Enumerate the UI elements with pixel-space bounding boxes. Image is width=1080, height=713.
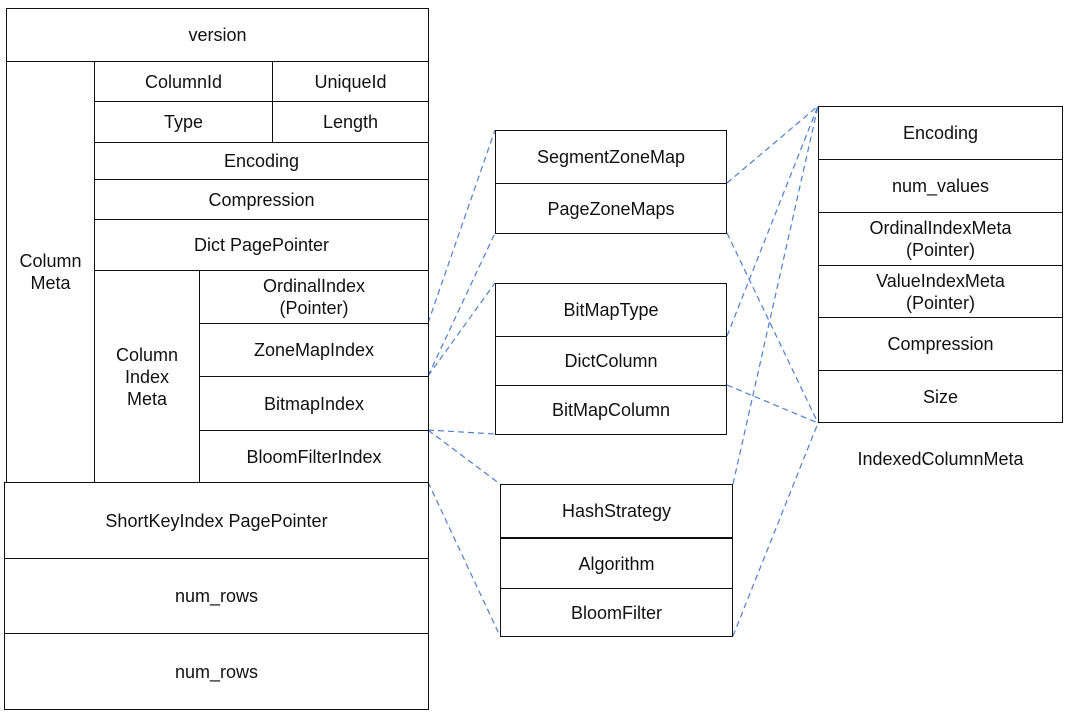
dict-page-pointer-cell: Dict PagePointer <box>94 219 429 271</box>
segment-zone-map-cell: SegmentZoneMap <box>495 130 727 184</box>
icm-num-values-cell: num_values <box>818 159 1063 213</box>
dict-column-cell: DictColumn <box>495 336 727 386</box>
connector-dict-bottom <box>726 384 819 424</box>
short-key-index-page-pointer-cell: ShortKeyIndex PagePointer <box>4 482 429 559</box>
icm-value-index-meta-cell: ValueIndexMeta (Pointer) <box>818 265 1063 318</box>
type-cell: Type <box>94 101 273 143</box>
column-id-cell: ColumnId <box>94 61 273 102</box>
connector-dict-top <box>726 105 819 337</box>
connector-bloomfilter-bottom <box>732 422 819 637</box>
connector-segzone-top <box>726 105 819 184</box>
algorithm-cell: Algorithm <box>500 538 733 589</box>
connector-bitmap-bottom <box>427 429 496 435</box>
column-meta-label: Column Meta <box>19 251 82 293</box>
version-cell: version <box>6 8 429 62</box>
num-rows-cell-2: num_rows <box>4 633 429 710</box>
unique-id-cell: UniqueId <box>272 61 429 102</box>
column-meta-cell: Column Meta <box>6 61 95 483</box>
indexed-column-meta-caption: IndexedColumnMeta <box>857 448 1024 469</box>
connector-zonemap-top <box>427 129 496 324</box>
ordinal-index-cell: OrdinalIndex (Pointer) <box>199 270 429 324</box>
connector-segzone-bottom <box>726 232 819 424</box>
column-index-meta-label: Column Index Meta <box>115 344 179 409</box>
page-zone-maps-cell: PageZoneMaps <box>495 183 727 234</box>
bitmap-type-cell: BitMapType <box>495 283 727 337</box>
bloom-filter-cell: BloomFilter <box>500 588 733 637</box>
zone-map-index-cell: ZoneMapIndex <box>199 323 429 377</box>
length-cell: Length <box>272 101 429 143</box>
encoding-cell: Encoding <box>94 142 429 180</box>
bitmap-index-cell: BitmapIndex <box>199 376 429 431</box>
icm-compression-cell: Compression <box>818 317 1063 371</box>
bitmap-column-cell: BitMapColumn <box>495 385 727 435</box>
icm-ordinal-index-meta-cell: OrdinalIndexMeta (Pointer) <box>818 212 1063 266</box>
connector-bloom-bottom <box>427 481 501 637</box>
hash-strategy-cell: HashStrategy <box>500 484 733 539</box>
column-index-meta-cell: Column Index Meta <box>94 270 200 483</box>
connector-bloom-top <box>427 429 501 485</box>
num-rows-cell-1: num_rows <box>4 558 429 634</box>
icm-encoding-cell: Encoding <box>818 106 1063 160</box>
compression-cell: Compression <box>94 179 429 220</box>
connector-bloomfilter-top <box>732 105 819 485</box>
bloom-filter-index-cell: BloomFilterIndex <box>199 430 429 483</box>
connector-zonemap-bottom <box>427 232 496 377</box>
icm-size-cell: Size <box>818 370 1063 423</box>
connector-bitmap-top <box>427 282 496 377</box>
